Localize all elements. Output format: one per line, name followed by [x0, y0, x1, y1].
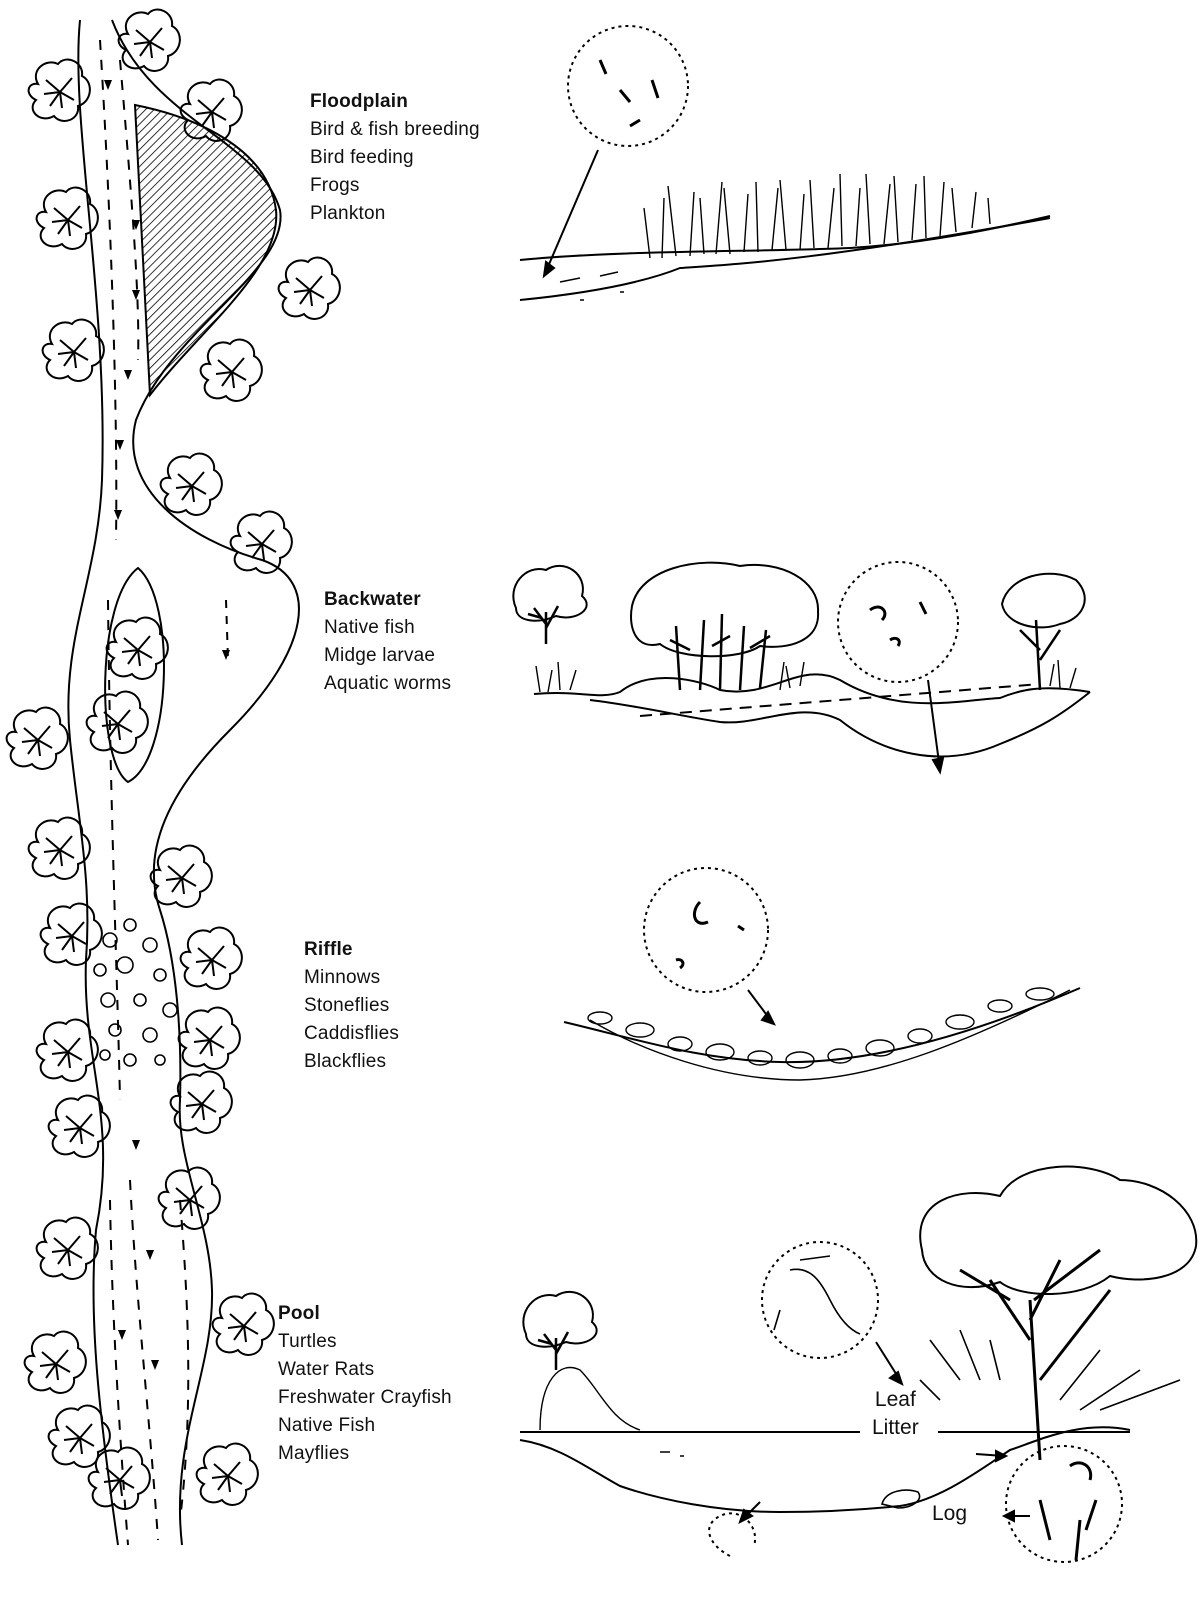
floodplain-section	[520, 26, 1050, 300]
floodplain-item: Frogs	[310, 172, 480, 200]
backwater-section	[513, 562, 1090, 772]
floodplain-hatch	[135, 105, 276, 395]
pool-item: Turtles	[278, 1328, 452, 1356]
riffle-section	[564, 868, 1080, 1080]
pool-item: Mayflies	[278, 1440, 452, 1468]
riffle-item: Caddisflies	[304, 1020, 399, 1048]
riffle-stones	[94, 919, 177, 1066]
pool-section	[520, 1167, 1196, 1562]
backwater-item: Midge larvae	[324, 642, 451, 670]
pool-item: Water Rats	[278, 1356, 452, 1384]
floodplain-item: Plankton	[310, 200, 480, 228]
leaf-litter-line2: Litter	[872, 1414, 919, 1442]
log-callout: Log	[932, 1500, 967, 1528]
riffle-item: Stoneflies	[304, 992, 399, 1020]
riffle-label: Riffle Minnows Stoneflies Caddisflies Bl…	[304, 936, 399, 1076]
river-plan-view	[68, 20, 299, 1545]
floodplain-heading: Floodplain	[310, 88, 480, 116]
floodplain-item: Bird feeding	[310, 144, 480, 172]
riffle-heading: Riffle	[304, 936, 399, 964]
pool-label: Pool Turtles Water Rats Freshwater Crayf…	[278, 1300, 452, 1468]
backwater-label: Backwater Native fish Midge larvae Aquat…	[324, 586, 451, 698]
pool-item: Freshwater Crayfish	[278, 1384, 452, 1412]
backwater-heading: Backwater	[324, 586, 451, 614]
riffle-item: Minnows	[304, 964, 399, 992]
leaf-litter-line1: Leaf	[872, 1386, 919, 1414]
leaf-litter-callout: Leaf Litter	[872, 1386, 919, 1442]
riffle-item: Blackflies	[304, 1048, 399, 1076]
pool-item: Native Fish	[278, 1412, 452, 1440]
backwater-item: Aquatic worms	[324, 670, 451, 698]
floodplain-item: Bird & fish breeding	[310, 116, 480, 144]
pool-heading: Pool	[278, 1300, 452, 1328]
backwater-item: Native fish	[324, 614, 451, 642]
floodplain-label: Floodplain Bird & fish breeding Bird fee…	[310, 88, 480, 228]
